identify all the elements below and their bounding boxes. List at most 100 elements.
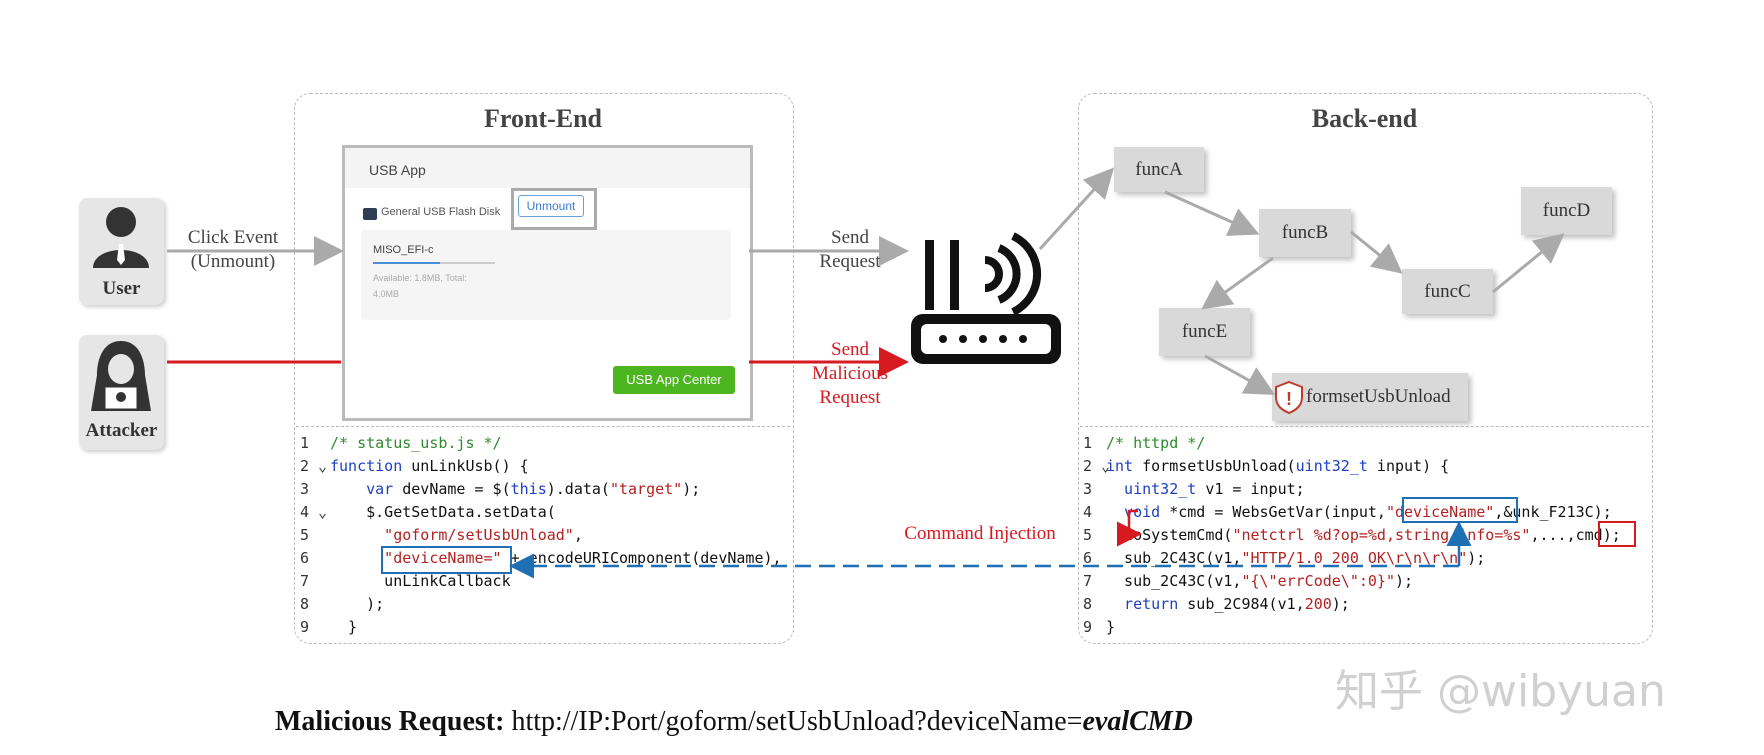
func-b: funcB <box>1259 209 1351 257</box>
injection-flow-arrow <box>1117 509 1142 547</box>
code-line: sub_2C43C(v1,"{\"errCode\":0}"); <box>1106 570 1621 593</box>
code-token: "netctrl %d?op=%d,string_info=%s" <box>1232 526 1531 544</box>
user-actor: User <box>79 198 164 305</box>
line-number: 8 <box>1083 595 1093 613</box>
usb-app-center-button[interactable]: USB App Center <box>613 366 735 394</box>
code-token: sub_2C43C(v1, <box>1106 549 1242 567</box>
code-line: } <box>1106 616 1621 639</box>
hacker-icon <box>91 341 151 411</box>
code-token: "{\"errCode\":0}" <box>1241 572 1395 590</box>
code-token: uint32_t <box>1295 457 1368 475</box>
code-line: /* httpd */ <box>1106 432 1621 455</box>
line-number: 2 ⌄ <box>300 457 328 475</box>
code-line: return sub_2C984(v1,200); <box>1106 593 1621 616</box>
code-token: return <box>1106 595 1179 613</box>
code-token: "deviceName" <box>1385 503 1495 521</box>
svg-text:!: ! <box>1286 389 1292 409</box>
code-token: } <box>330 618 358 636</box>
code-token: $.GetSetData.setData( <box>330 503 556 521</box>
warning-shield-icon: ! <box>1275 380 1303 414</box>
code-line: void *cmd = WebsGetVar(input,"deviceName… <box>1106 501 1621 524</box>
frontend-panel <box>294 93 794 644</box>
cmd-highlight <box>1598 521 1636 547</box>
func-formsetusbunload: formsetUsbUnload <box>1272 373 1468 421</box>
total-text: 4.0MB <box>373 289 400 299</box>
code-token: } <box>1106 618 1116 636</box>
volume-name: MISO_EFI-c <box>373 244 434 256</box>
code-token: devName = $( <box>393 480 511 498</box>
disk-icon <box>363 208 377 220</box>
router-to-funca <box>1038 167 1115 251</box>
backend-panel <box>1078 93 1653 644</box>
code-token: void <box>1106 503 1161 521</box>
code-line: function unLinkUsb() { <box>330 455 782 478</box>
code-line: ); <box>330 593 782 616</box>
line-number: 9 <box>1083 618 1093 636</box>
footer: Malicious Request: http://IP:Port/goform… <box>275 706 1193 738</box>
code-token: ); <box>682 480 701 498</box>
frontend-title: Front-End <box>484 104 602 133</box>
code-token: 200 <box>1304 595 1332 613</box>
code-token: function <box>330 457 403 475</box>
code-token: ,&unk_F213C); <box>1494 503 1612 521</box>
line-number: 7 <box>1083 572 1093 590</box>
code-line: int formsetUsbUnload(uint32_t input) { <box>1106 455 1621 478</box>
code-token: var <box>330 480 394 498</box>
line-number: 7 <box>300 572 310 590</box>
line-number: 3 <box>1083 480 1093 498</box>
device-name: General USB Flash Disk <box>381 206 501 218</box>
footer-url: http://IP:Port/goform/setUsbUnload?devic… <box>511 706 1083 737</box>
line-number: 8 <box>300 595 310 613</box>
line-number: 2 ⌄ <box>1083 457 1111 475</box>
func-e: funcE <box>1159 308 1250 356</box>
code-token: , <box>573 526 583 544</box>
line-number: 5 <box>300 526 310 544</box>
code-token: ); <box>1467 549 1486 567</box>
code-token: unLinkCallback <box>330 572 511 590</box>
code-line: doSystemCmd("netctrl %d?op=%d,string_inf… <box>1106 524 1621 547</box>
code-line: } <box>330 616 782 639</box>
code-token: /* httpd */ <box>1106 434 1206 452</box>
func-d: funcD <box>1521 187 1612 235</box>
usb-app-window: USB App General USB Flash Disk Unmount M… <box>342 145 753 421</box>
code-token: sub_2C43C(v1, <box>1106 572 1242 590</box>
code-line: sub_2C43C(v1,"HTTP/1.0 200 OK\r\n\r\n"); <box>1106 547 1621 570</box>
code-token: formsetUsbUnload( <box>1133 457 1296 475</box>
footer-payload: evalCMD <box>1082 706 1193 737</box>
line-number: 6 <box>1083 549 1093 567</box>
code-line: unLinkCallback <box>330 570 782 593</box>
line-number: 4 ⌄ <box>300 503 328 521</box>
func-a: funcA <box>1114 147 1204 192</box>
line-number: 3 <box>300 480 310 498</box>
usb-app-title: USB App <box>345 148 750 188</box>
usage-bar <box>373 262 495 264</box>
line-number: 1 <box>300 434 310 452</box>
code-token: doSystemCmd( <box>1106 526 1233 544</box>
line-number: 6 <box>300 549 310 567</box>
line-number: 4 <box>1083 503 1093 521</box>
backend-title: Back-end <box>1311 104 1418 133</box>
unmount-button[interactable]: Unmount <box>518 195 584 217</box>
code-line: /* status_usb.js */ <box>330 432 782 455</box>
code-token: this <box>510 480 547 498</box>
code-token: "goform/setUsbUnload" <box>330 526 574 544</box>
attacker-label: Attacker <box>85 420 158 441</box>
line-number: 5 <box>1083 526 1093 544</box>
code-token: ); <box>330 595 385 613</box>
router-icon <box>911 232 1061 364</box>
code-line: $.GetSetData.setData( <box>330 501 782 524</box>
code-token: unLinkUsb() { <box>402 457 529 475</box>
code-token: "deviceName=" <box>330 549 502 567</box>
code-token: *cmd = WebsGetVar(input, <box>1160 503 1386 521</box>
code-token: int <box>1106 457 1134 475</box>
code-line: var devName = $(this).data("target"); <box>330 478 782 501</box>
volume-card: MISO_EFI-c Available: 1.8MB, Total:4.0MB <box>361 230 731 320</box>
code-token: input) { <box>1367 457 1450 475</box>
footer-label: Malicious Request: <box>275 706 505 737</box>
code-token: v1 = input; <box>1196 480 1305 498</box>
code-token: uint32_t <box>1106 480 1197 498</box>
